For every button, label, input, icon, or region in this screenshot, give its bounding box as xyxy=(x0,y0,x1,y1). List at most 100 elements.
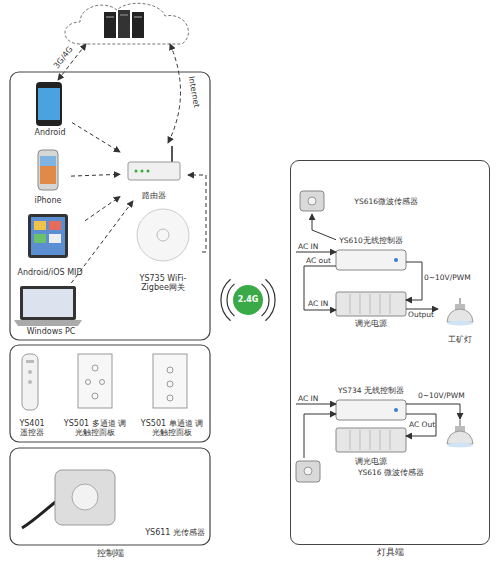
dimming-driver: 调光电源 xyxy=(336,428,406,466)
group-panel xyxy=(10,448,210,545)
light-sensor-icon xyxy=(22,470,115,528)
android-phone-icon xyxy=(36,82,62,126)
cloud xyxy=(65,3,188,44)
device-caption: 调光电源 xyxy=(355,457,387,466)
wire xyxy=(296,252,336,253)
touch-panel-icon xyxy=(92,393,98,399)
device-caption: iPhone xyxy=(34,196,61,206)
group-heading: 控制端 xyxy=(97,549,124,559)
android-phone: Android xyxy=(28,80,72,138)
touch-panel-icon xyxy=(78,354,112,408)
gateway: YS735 WiFi-Zigbee网关 xyxy=(124,207,202,293)
signal-label: AC Out xyxy=(409,421,435,429)
cloud xyxy=(132,12,144,38)
device-caption: 调光电源 xyxy=(355,319,387,328)
device-caption: YS734 无线控制器 xyxy=(338,386,404,395)
router-icon xyxy=(171,146,173,163)
light-sensor-icon xyxy=(55,470,115,525)
router: 路由器 xyxy=(120,145,188,201)
device-caption: YS616微波传感器 xyxy=(354,197,418,206)
device-caption: Windows PC xyxy=(27,327,76,337)
remote-icon xyxy=(22,354,38,410)
device-caption: YS401 遥控器 xyxy=(15,419,49,438)
device-caption: YS501 多通道 调光触控面板 xyxy=(63,419,127,438)
remote-control: YS401 遥控器 xyxy=(12,350,52,438)
driver-icon xyxy=(336,292,406,316)
microwave-sensor-icon xyxy=(296,191,324,482)
wireless-controller: YS734 无线控制器 xyxy=(336,386,406,420)
network-link xyxy=(71,174,120,176)
microwave-sensor-icon xyxy=(296,461,320,482)
lamp-icon xyxy=(447,420,473,448)
router-icon xyxy=(147,170,150,173)
touch-panel-icon xyxy=(153,354,187,408)
light-sensor: YS611 光传感器 xyxy=(20,458,205,538)
wireless-badge: 2.4G xyxy=(233,285,263,315)
signal-wire xyxy=(406,309,438,310)
controller-icon xyxy=(394,258,398,262)
touch-panel-icon xyxy=(167,367,173,373)
high-bay-lamp: 工矿灯 xyxy=(438,296,482,344)
controller-icon xyxy=(336,400,406,420)
device-caption: YS610无线控制器 xyxy=(339,236,403,245)
touch-panel-icon xyxy=(86,380,91,385)
router-icon xyxy=(128,146,180,180)
network-link xyxy=(58,44,181,143)
device-caption: Android xyxy=(35,128,66,138)
signal-label: AC IN xyxy=(298,243,318,251)
laptop-icon xyxy=(23,289,73,317)
lamp-icon xyxy=(447,431,473,444)
touch-panel-icon xyxy=(167,395,173,401)
dimming-driver: 调光电源 xyxy=(336,292,406,328)
link-label: 3G/4G xyxy=(53,45,75,70)
cloud xyxy=(106,16,114,18)
remote-icon xyxy=(26,360,34,363)
controller-icon xyxy=(336,250,406,420)
signal-label: Output xyxy=(408,311,434,319)
iphone-icon xyxy=(38,150,58,190)
microwave-sensor: YS616 微波传感器 xyxy=(294,458,424,486)
touch-panel-icon xyxy=(92,365,98,371)
device-caption: 工矿灯 xyxy=(448,335,472,344)
touch-panel-icon xyxy=(100,380,105,385)
signal-wire xyxy=(406,414,436,436)
tablet-icon xyxy=(34,234,46,243)
signal-label: AC IN xyxy=(308,300,328,308)
microwave-sensor: YS616微波传感器 xyxy=(298,188,418,214)
network-link xyxy=(188,175,206,252)
controller-icon xyxy=(336,250,406,270)
network-link xyxy=(85,197,120,221)
connector-group xyxy=(71,123,438,458)
tablet-icon xyxy=(49,234,61,243)
badge-text: 2.4G xyxy=(238,295,259,305)
android-phone-icon xyxy=(36,82,62,126)
wireless-waves xyxy=(221,279,231,320)
gateway-icon xyxy=(137,209,189,261)
cloud xyxy=(118,10,130,38)
touch-panel: YS501 单通道 调光触控面板 xyxy=(137,350,207,438)
driver-icon xyxy=(350,294,390,314)
tablet-icon xyxy=(28,214,68,258)
remote-icon xyxy=(28,370,32,374)
network-link xyxy=(168,44,181,143)
device-caption: YS616 微波传感器 xyxy=(358,468,424,477)
laptop-icon xyxy=(14,286,82,326)
group-panel xyxy=(10,72,210,340)
router-icon xyxy=(135,170,138,173)
microwave-sensor-icon xyxy=(308,197,316,205)
controller-icon xyxy=(394,408,398,412)
tablet-icon xyxy=(31,217,65,255)
driver-icon xyxy=(350,430,390,450)
wire xyxy=(296,404,336,405)
laptop-icon xyxy=(14,320,82,326)
device-panel: 灯具端YS616微波传感器YS610无线控制器调光电源工矿灯YS734 无线控制… xyxy=(290,160,490,545)
light-sensor-icon xyxy=(72,484,98,510)
touch-panel-icon xyxy=(167,381,173,387)
gateway-icon xyxy=(137,209,189,261)
laptop-icon xyxy=(20,286,76,320)
panel-heading: 灯具端 xyxy=(291,547,489,558)
cloud xyxy=(134,16,142,18)
group-panel xyxy=(10,72,210,545)
